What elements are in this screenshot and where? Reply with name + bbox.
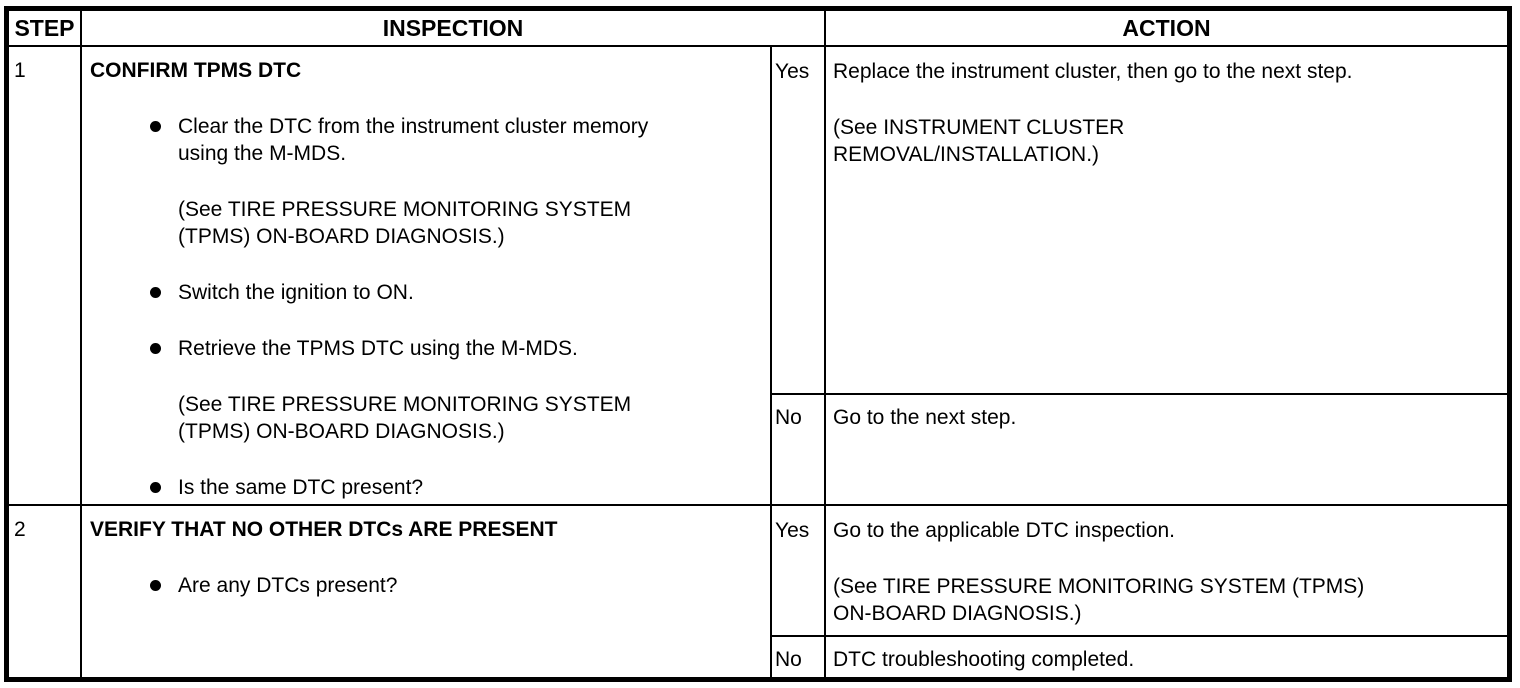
inspection-note-item: (See TIRE PRESSURE MONITORING SYSTEM (TP… [178, 391, 762, 445]
text-line: Are any DTCs present? [178, 574, 398, 597]
table-row-step-1: 1 CONFIRM TPMS DTC Clear the DTC from th… [9, 47, 1507, 506]
header-step: STEP [9, 11, 82, 45]
troubleshooting-table: STEP INSPECTION ACTION 1 CONFIRM TPMS DT… [4, 6, 1512, 682]
answer-label-yes: Yes [772, 47, 826, 393]
action-paragraph: (See TIRE PRESSURE MONITORING SYSTEM (TP… [833, 573, 1497, 627]
header-inspection: INSPECTION [82, 11, 826, 45]
header-action: ACTION [1122, 14, 1211, 41]
action-row-yes: Yes Replace the instrument cluster, then… [772, 47, 1507, 393]
bullet-text: Clear the DTC from the instrument cluste… [178, 113, 648, 167]
bullet-text: Retrieve the TPMS DTC using the M-MDS. [178, 335, 578, 362]
bullet-icon [150, 474, 178, 501]
bullet-icon [150, 335, 178, 362]
text-line: Clear the DTC from the instrument cluste… [178, 115, 649, 138]
inspection-bullet-item: Are any DTCs present? [150, 572, 762, 599]
action-paragraph: Replace the instrument cluster, then go … [833, 58, 1497, 85]
text-line: Is the same DTC present? [178, 476, 424, 499]
text-line: Go to the applicable DTC inspection. [833, 519, 1176, 542]
inspection-bullet-item: Switch the ignition to ON. [150, 279, 762, 306]
answer-label-no: No [772, 637, 826, 677]
inspection-title: VERIFY THAT NO OTHER DTCs ARE PRESENT [90, 518, 558, 541]
note-text: (See TIRE PRESSURE MONITORING SYSTEM (TP… [178, 391, 631, 445]
inspection-bullet-item: Is the same DTC present? [150, 474, 762, 501]
text-line: Switch the ignition to ON. [178, 281, 414, 304]
text-line: Retrieve the TPMS DTC using the M-MDS. [178, 337, 578, 360]
action-cell-group: Yes Replace the instrument cluster, then… [772, 47, 1507, 504]
bullet-text: Are any DTCs present? [178, 572, 397, 599]
bullet-text: Is the same DTC present? [178, 474, 423, 501]
action-row-no: No Go to the next step. [772, 393, 1507, 504]
text-line: (See INSTRUMENT CLUSTER [833, 116, 1125, 139]
action-cell-group: Yes Go to the applicable DTC inspection.… [772, 506, 1507, 677]
inspection-cell: VERIFY THAT NO OTHER DTCs ARE PRESENT Ar… [82, 506, 772, 677]
action-paragraph: Go to the next step. [833, 404, 1497, 431]
text-line: DTC troubleshooting completed. [833, 648, 1135, 671]
answer-label-yes: Yes [772, 506, 826, 635]
text-line: ON-BOARD DIAGNOSIS.) [833, 602, 1082, 625]
inspection-bullet-item: Clear the DTC from the instrument cluste… [150, 113, 762, 167]
bullet-text: Switch the ignition to ON. [178, 279, 414, 306]
inspection-note-item: (See TIRE PRESSURE MONITORING SYSTEM (TP… [178, 196, 762, 250]
action-paragraph: Go to the applicable DTC inspection. [833, 517, 1497, 544]
text-line: (TPMS) ON-BOARD DIAGNOSIS.) [178, 225, 505, 248]
action-text: DTC troubleshooting completed. [826, 637, 1507, 677]
inspection-title: CONFIRM TPMS DTC [90, 59, 302, 82]
action-paragraph: DTC troubleshooting completed. [833, 646, 1497, 673]
bullet-icon [150, 572, 178, 599]
step-number-cell: 1 [9, 47, 82, 504]
table-header-row: STEP INSPECTION ACTION [9, 11, 1507, 47]
text-line: Go to the next step. [833, 406, 1017, 429]
bullet-icon [150, 113, 178, 167]
text-line: (See TIRE PRESSURE MONITORING SYSTEM (TP… [833, 575, 1365, 598]
action-text: Replace the instrument cluster, then go … [826, 47, 1507, 393]
inspection-bullet-item: Retrieve the TPMS DTC using the M-MDS. [150, 335, 762, 362]
text-line: using the M-MDS. [178, 142, 347, 165]
inspection-cell: CONFIRM TPMS DTC Clear the DTC from the … [82, 47, 772, 504]
text-line: (See TIRE PRESSURE MONITORING SYSTEM [178, 198, 632, 221]
action-text: Go to the applicable DTC inspection. (Se… [826, 506, 1507, 635]
text-line: REMOVAL/INSTALLATION.) [833, 143, 1100, 166]
action-paragraph: (See INSTRUMENT CLUSTER REMOVAL/INSTALLA… [833, 114, 1497, 168]
text-line: (TPMS) ON-BOARD DIAGNOSIS.) [178, 420, 505, 443]
table-row-step-2: 2 VERIFY THAT NO OTHER DTCs ARE PRESENT … [9, 506, 1507, 677]
action-row-no: No DTC troubleshooting completed. [772, 635, 1507, 677]
action-row-yes: Yes Go to the applicable DTC inspection.… [772, 506, 1507, 635]
answer-label-no: No [772, 395, 826, 504]
step-number-cell: 2 [9, 506, 82, 677]
bullet-icon [150, 279, 178, 306]
text-line: (See TIRE PRESSURE MONITORING SYSTEM [178, 393, 632, 416]
note-text: (See TIRE PRESSURE MONITORING SYSTEM (TP… [178, 196, 631, 250]
action-text: Go to the next step. [826, 395, 1507, 504]
text-line: Replace the instrument cluster, then go … [833, 60, 1353, 83]
